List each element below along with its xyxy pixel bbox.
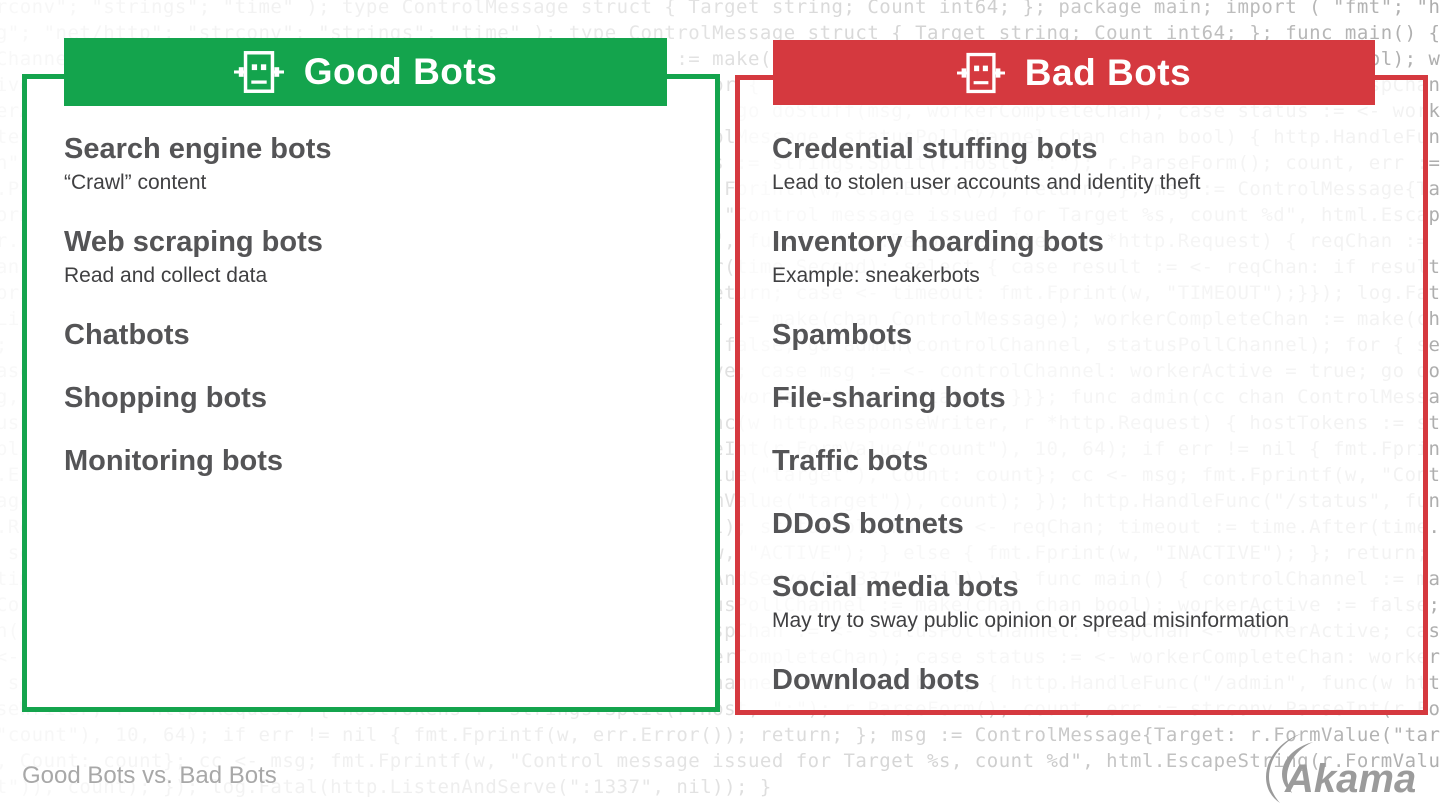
list-item: Credential stuffing bots Lead to stolen … — [772, 131, 1405, 197]
bot-type-label: Search engine bots — [64, 133, 332, 165]
bot-type-label: Download bots — [772, 664, 980, 696]
list-item: File-sharing bots — [772, 380, 1405, 416]
good-bots-panel: Search engine bots “Crawl” content Web s… — [22, 74, 720, 712]
bot-type-label: Credential stuffing bots — [772, 133, 1098, 165]
bot-type-description: “Crawl” content — [64, 171, 207, 194]
bad-bots-panel: Credential stuffing bots Lead to stolen … — [735, 75, 1428, 715]
list-item: DDoS botnets — [772, 506, 1405, 542]
good-bots-title: Good Bots — [303, 51, 498, 92]
bot-type-label: Spambots — [772, 319, 913, 351]
list-item: Social media bots May try to sway public… — [772, 569, 1405, 635]
good-bots-header: Good Bots — [64, 38, 667, 106]
bot-type-label: Monitoring bots — [64, 445, 284, 477]
bot-type-description: May try to sway public opinion or spread… — [772, 609, 1290, 632]
bot-type-label: Traffic bots — [772, 445, 929, 477]
list-item: Web scraping bots Read and collect data — [64, 224, 687, 290]
list-item: Traffic bots — [772, 443, 1405, 479]
bot-type-description: Read and collect data — [64, 264, 268, 287]
list-item: Spambots — [772, 317, 1405, 353]
bot-type-label: DDoS botnets — [772, 508, 964, 540]
bot-type-label: Inventory hoarding bots — [772, 226, 1104, 258]
list-item: Shopping bots — [64, 380, 687, 416]
list-item: Download bots — [772, 662, 1405, 698]
bad-bots-title: Bad Bots — [1024, 51, 1192, 93]
robot-icon — [956, 51, 1005, 95]
list-item: Search engine bots “Crawl” content — [64, 131, 687, 197]
logo-text: Akamai — [1284, 757, 1415, 801]
list-item: Monitoring bots — [64, 443, 687, 479]
logo-swoosh-inner — [1282, 742, 1313, 793]
bad-bots-header: Bad Bots — [773, 40, 1375, 105]
bot-type-label: Social media bots — [772, 571, 1019, 603]
bad-bots-list: Credential stuffing bots Lead to stolen … — [772, 131, 1405, 698]
bot-type-description: Example: sneakerbots — [772, 264, 980, 287]
list-item: Chatbots — [64, 317, 687, 353]
list-item: Inventory hoarding bots Example: sneaker… — [772, 224, 1405, 290]
bot-type-label: Chatbots — [64, 319, 190, 351]
bot-type-description: Lead to stolen user accounts and identit… — [772, 171, 1201, 194]
bot-type-label: File-sharing bots — [772, 382, 1006, 414]
akamai-logo: Akamai — [1263, 733, 1428, 808]
bot-type-label: Shopping bots — [64, 382, 267, 414]
robot-icon — [233, 49, 284, 95]
bot-type-label: Web scraping bots — [64, 226, 323, 258]
good-bots-list: Search engine bots “Crawl” content Web s… — [64, 131, 687, 479]
image-caption: Good Bots vs. Bad Bots — [22, 762, 277, 789]
